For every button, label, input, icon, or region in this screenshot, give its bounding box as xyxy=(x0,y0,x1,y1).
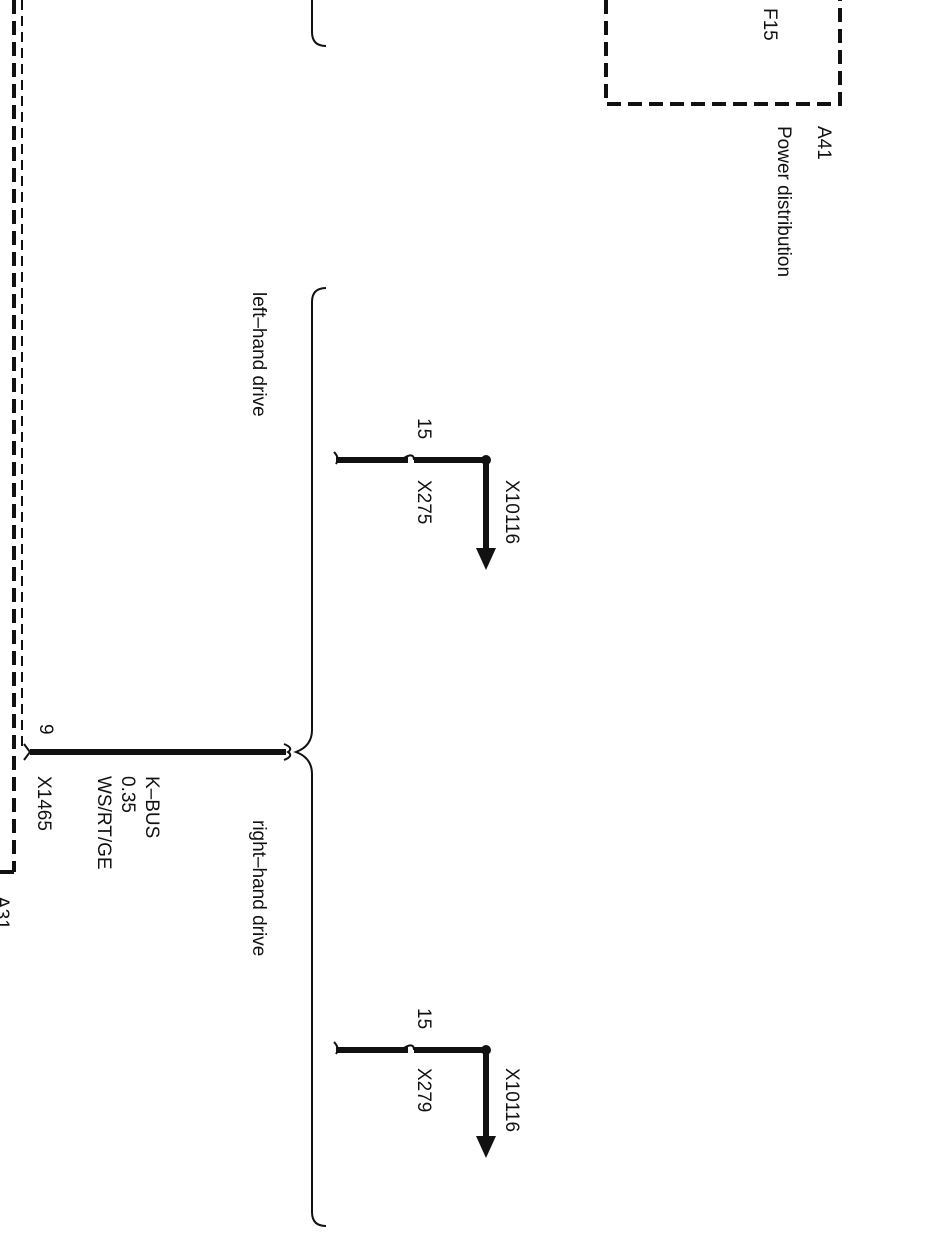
power-distribution-name: Power distribution xyxy=(773,126,794,277)
kbus-signal: K–BUS xyxy=(141,776,162,838)
kbus-color-code: WS/RT/GE xyxy=(93,776,114,870)
rhd-connector: X279 xyxy=(413,1068,434,1112)
kbus-connector-end xyxy=(283,743,292,761)
lhd-arrow-head xyxy=(476,548,496,570)
right-hand-drive-label: right–hand drive xyxy=(248,820,269,956)
rhd-splice: X10116 xyxy=(501,1068,522,1132)
lhd-pin: 15 xyxy=(413,418,434,439)
top-brace-end xyxy=(311,0,327,47)
kbus-module-connector xyxy=(23,743,32,761)
power-distribution-box xyxy=(604,0,842,106)
kbus-pin: 9 xyxy=(35,724,56,735)
fuse-label: F15 xyxy=(759,8,780,41)
bottom-module-id: A31 xyxy=(0,896,12,930)
lhd-splice: X10116 xyxy=(501,480,522,544)
left-hand-drive-label: left–hand drive xyxy=(248,292,269,417)
kbus-connector: X1465 xyxy=(33,776,54,831)
variant-brace xyxy=(293,287,327,1227)
rhd-pin: 15 xyxy=(413,1008,434,1029)
lhd-connector: X275 xyxy=(413,480,434,524)
power-distribution-id: A41 xyxy=(813,126,834,160)
rhd-arrow-head xyxy=(476,1136,496,1158)
kbus-cross-section: 0.35 xyxy=(117,776,138,813)
